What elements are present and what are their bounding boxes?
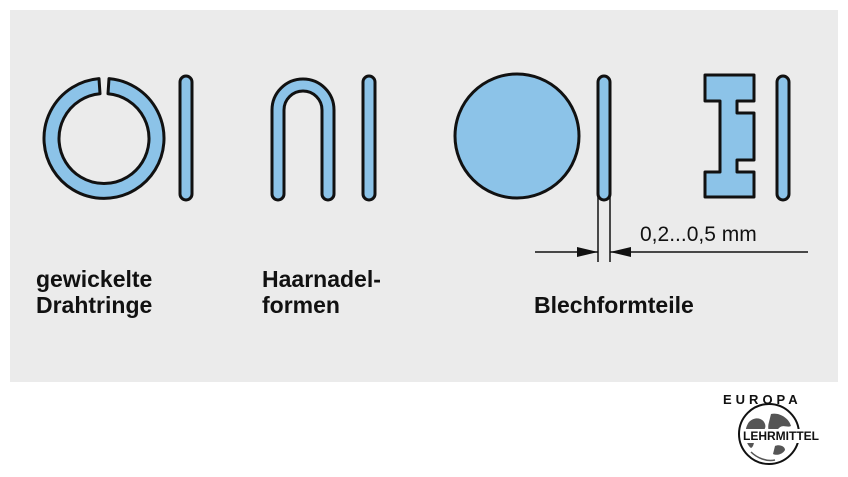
sheet-disc-side-view xyxy=(596,74,612,202)
wire-rings-label-line2: Drahtringe xyxy=(36,292,153,318)
sheet-comb-shape xyxy=(703,73,756,199)
dimension-arrow-right xyxy=(610,247,631,257)
wire-rings-label: gewickelte Drahtringe xyxy=(36,266,152,318)
wire-ring-side-view xyxy=(178,74,194,202)
hairpin-shape xyxy=(270,77,336,202)
wire-rings-label-line1: gewickelte xyxy=(36,266,153,292)
diagram-panel xyxy=(10,10,838,382)
sheet-parts-label: Blechformteile xyxy=(534,292,694,318)
hairpin-label-line1: Haarnadel- xyxy=(262,266,381,292)
hairpin-side-view xyxy=(361,74,377,202)
hairpin-label-line2: formen xyxy=(262,292,340,318)
sheet-disc-shape xyxy=(453,72,581,200)
logo-bottom-text: LEHRMITTEL xyxy=(742,429,820,443)
logo-top-text: EUROPA xyxy=(723,392,802,407)
hairpin-label: Haarnadel- formen xyxy=(262,266,381,318)
wire-ring-shape xyxy=(42,77,166,200)
thickness-range-label: 0,2...0,5 mm xyxy=(640,223,757,246)
sheet-comb-side-view xyxy=(775,74,791,202)
europa-lehrmittel-logo: EUROPA LEHRMITTEL xyxy=(705,388,845,472)
dimension-arrow-left xyxy=(577,247,598,257)
